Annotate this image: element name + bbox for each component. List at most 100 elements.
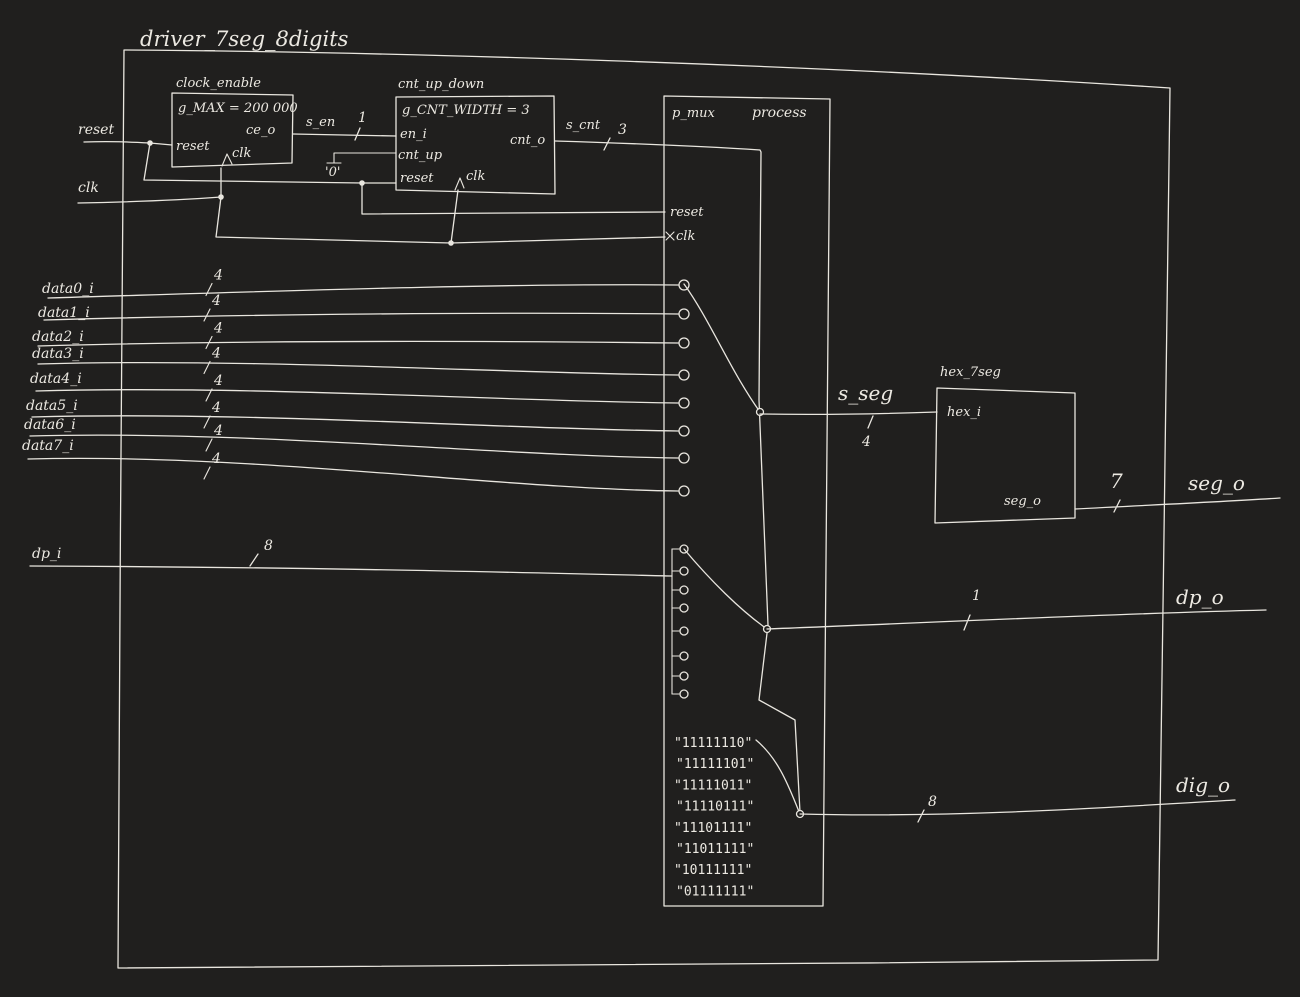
top-entity-title: driver_7seg_8digits [140,27,349,51]
signal-s-seg-width: 4 [861,434,871,450]
output-dp-width: 1 [972,588,981,604]
wire-seg-out [1074,497,1281,513]
input-dp-label: dp_i [32,546,61,562]
cnt-up-down-title: cnt_up_down [398,77,484,92]
input-data-width: 4 [213,373,223,389]
wire-data-in [37,340,679,347]
wire-data-in [35,389,679,404]
data-inputs-group: data0_i 4 data1_i 4 data2_i 4 data3_i 4 data4_i 4… [22,268,690,497]
signal-s-en-width: 1 [358,110,367,126]
clock-enable-block: clock_enable g_MAX = 200 000 ce_o reset … [171,76,298,168]
width-slash [205,335,213,350]
dig-pattern: "11101111" [674,821,752,836]
input-dp-width: 8 [264,538,273,554]
wire-s-seg [759,411,938,429]
input-data-width: 4 [211,346,221,362]
dig-pattern: "11011111" [676,842,754,857]
mux-data-port [678,397,690,409]
dig-pattern: "11111101" [676,757,754,772]
output-dig-width: 8 [928,794,937,810]
mux-dp-port [679,671,689,681]
dig-pattern: "11111011" [674,778,752,793]
wire-dp-out [766,609,1267,631]
input-data-label: data7_i [22,438,74,454]
mux-data-port [678,485,690,497]
width-slash [203,466,211,480]
width-slash [205,388,213,402]
dig-patterns-group: "11111110" "11111101" "11111011" "11110111"… [674,736,754,899]
output-seg-label: seg_o [1188,471,1245,495]
wire-s-en [292,127,397,141]
dig-pattern: "01111111" [676,884,754,899]
dig-pattern: "11110111" [676,800,754,815]
width-slash [203,415,211,429]
cnt-up-down-block: cnt_up_down g_CNT_WIDTH = 3 en_i cnt_o c… [325,77,556,195]
mux-process-name: p_mux [672,106,716,121]
input-data-width: 4 [211,400,221,416]
input-reset-label: reset [78,122,114,138]
input-data-width: 4 [211,451,221,467]
input-data-label: data0_i [42,281,94,297]
wire-data-in [29,434,679,459]
mux-dp-port [679,689,689,699]
clock-enable-port-ce: ce_o [246,123,275,138]
output-dp-label: dp_o [1176,585,1224,609]
dig-pattern: "11111110" [674,736,752,751]
dp-ports-group [671,544,689,699]
mux-data-port [678,337,690,349]
mux-dp-port [679,651,689,661]
input-data-width: 4 [211,293,221,309]
mux-data-port [678,308,690,320]
width-slash [203,308,211,322]
cnt-up-down-port-clk: clk [466,169,485,184]
mux-process-port-clk: clk [676,229,695,244]
wire-data-in [43,312,679,321]
mux-process-port-reset: reset [670,205,704,220]
input-data-label: data3_i [32,346,84,362]
clock-enable-port-clk: clk [232,146,251,161]
mux-data-port [678,369,690,381]
cnt-up-const-zero: '0' [325,165,340,180]
input-data-label: data6_i [24,417,76,433]
wire-data-in [31,415,679,432]
hex-7seg-port-hex: hex_i [947,405,981,420]
width-slash [205,282,213,297]
input-clk-label: clk [78,180,99,196]
input-data-width: 4 [213,423,223,439]
mux-dp-port [679,585,689,595]
signal-s-cnt-label: s_cnt [566,118,601,133]
hex-7seg-block: hex_7seg hex_i seg_o [934,365,1076,524]
dig-mux-fan [755,739,801,815]
input-data-label: data1_i [38,305,90,321]
cnt-up-down-port-cnt-up: cnt_up [398,148,443,163]
clock-enable-port-reset: reset [176,139,210,154]
signal-s-seg-label: s_seg [838,381,893,405]
wire-data-in [47,284,679,299]
wire-data-in [27,457,679,492]
output-dig-label: dig_o [1176,773,1230,797]
width-slash [205,438,213,452]
wire-clk [77,167,666,244]
mux-dp-port [679,626,689,636]
input-data-label: data5_i [26,398,78,414]
cnt-up-down-port-reset: reset [400,171,434,186]
input-data-label: data2_i [32,329,84,345]
mux-data-port [678,425,690,437]
mux-dp-port [679,566,689,576]
clock-enable-title: clock_enable [176,76,261,91]
signal-s-en-label: s_en [306,115,335,130]
output-seg-width: 7 [1110,469,1123,493]
wire-dig-out [799,799,1236,823]
mux-dp-port [679,603,689,613]
cnt-up-down-generic: g_CNT_WIDTH = 3 [402,103,530,118]
data-mux-fan [683,283,761,413]
width-slash [203,360,211,375]
mux-process-label: process [752,105,807,121]
dp-mux-fan [683,548,768,630]
dig-pattern: "10111111" [674,863,752,878]
input-data-label: data4_i [30,371,82,387]
input-data-width: 4 [213,268,223,284]
wire-reset [83,140,666,215]
